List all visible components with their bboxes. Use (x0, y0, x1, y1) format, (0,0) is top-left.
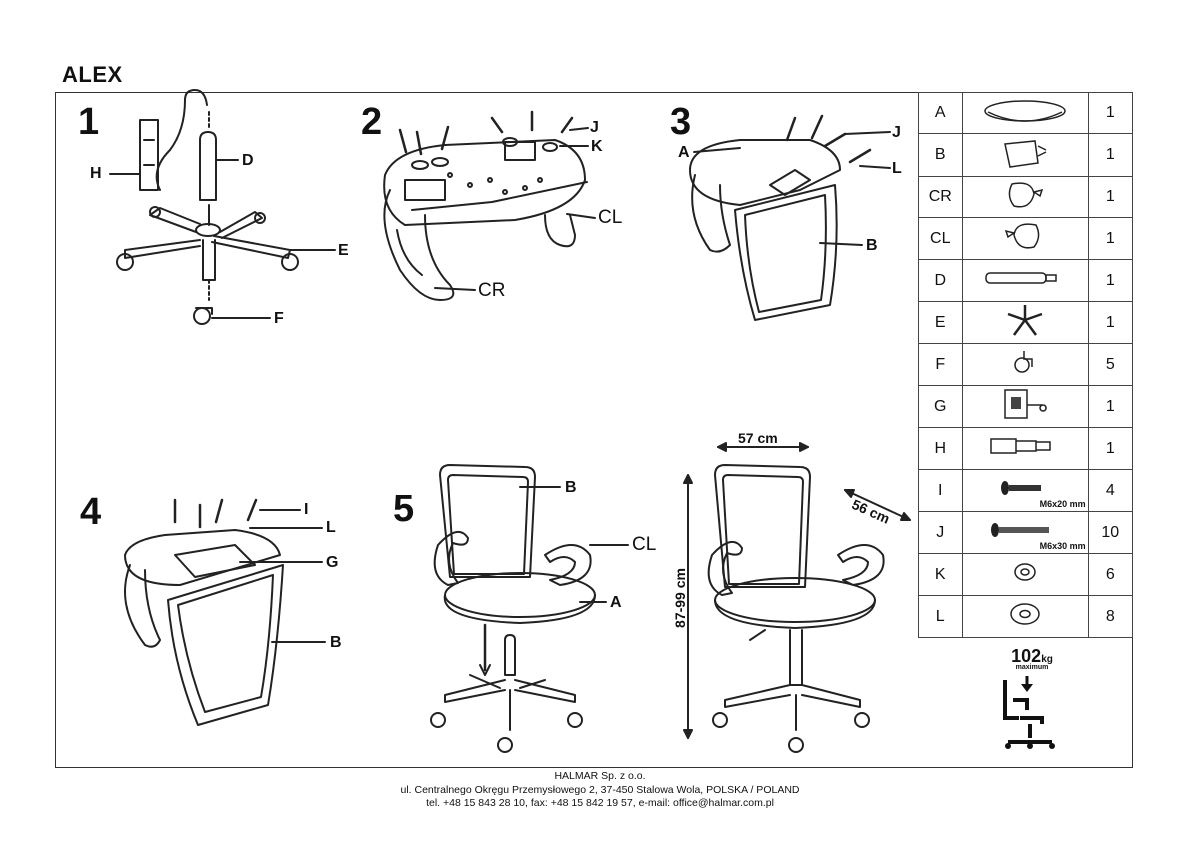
label-step1-e: E (338, 242, 349, 259)
part-code: J (918, 511, 963, 554)
part-code: H (918, 427, 963, 470)
part-quantity: 6 (1087, 553, 1134, 596)
part-quantity: 1 (1087, 133, 1134, 177)
label-step4-g: G (326, 554, 339, 571)
label-step4-b: B (330, 634, 342, 651)
part-spec: M6x20 mm (1039, 499, 1086, 509)
washer-large-icon (961, 595, 1089, 638)
max-load-value: 102 (1011, 646, 1042, 666)
gas-lift-icon (961, 259, 1089, 302)
label-step4-i: I (304, 501, 309, 518)
footer-address: ul. Centralnego Okręgu Przemysłowego 2, … (400, 783, 800, 796)
part-code: CL (918, 217, 963, 260)
label-step4-l: L (326, 519, 336, 536)
part-code: A (918, 92, 963, 134)
part-quantity: 1 (1087, 259, 1134, 302)
step-2-drawing (383, 110, 596, 301)
telescopic-cover-icon (961, 427, 1089, 470)
max-load-badge: 102kg maximum (992, 646, 1072, 671)
step-number-1: 1 (78, 101, 100, 143)
label-step1-f: F (274, 310, 284, 327)
part-quantity: 4 (1087, 469, 1134, 512)
step-1-drawing (109, 89, 336, 325)
caster-icon (961, 343, 1089, 386)
part-quantity: 5 (1087, 343, 1134, 386)
label-step3-j: J (892, 124, 901, 141)
part-quantity: 1 (1087, 176, 1134, 218)
instruction-frame (55, 92, 1133, 768)
max-load-unit: kg (1041, 654, 1053, 665)
label-step1-h: H (90, 165, 102, 182)
parts-row: CR 1 (918, 176, 1134, 218)
step-number-2: 2 (361, 101, 383, 143)
part-code: F (918, 343, 963, 386)
bolt-long-icon: M6x30 mm (961, 511, 1089, 554)
max-load-caption: maximum (1015, 664, 1049, 671)
label-step3-a: A (678, 144, 690, 161)
product-title: ALEX (62, 62, 123, 87)
parts-row: CL 1 (918, 217, 1134, 260)
part-code: D (918, 259, 963, 302)
step-number-5: 5 (393, 488, 415, 530)
label-step5-cl: CL (632, 534, 657, 555)
final-chair-drawing (683, 442, 911, 753)
part-quantity: 1 (1087, 385, 1134, 428)
step-5-drawing (430, 464, 629, 753)
footer-contact: tel. +48 15 843 28 10, fax: +48 15 842 1… (426, 797, 774, 809)
part-code: CR (918, 176, 963, 218)
backrest-icon (961, 133, 1089, 177)
part-quantity: 1 (1087, 92, 1134, 134)
label-step5-a: A (610, 594, 622, 611)
label-step2-j: J (590, 119, 599, 136)
step-3-drawing (689, 114, 891, 321)
part-code: G (918, 385, 963, 428)
part-code: I (918, 469, 963, 512)
label-step3-b: B (866, 237, 878, 254)
dimension-width: 57 cm (738, 430, 778, 446)
right-armrest-icon (961, 176, 1089, 218)
label-step2-k: K (591, 138, 603, 155)
part-quantity: 1 (1087, 427, 1134, 470)
label-step5-b: B (565, 479, 577, 496)
washer-small-icon (961, 553, 1089, 596)
part-code: B (918, 133, 963, 177)
label-step3-l: L (892, 160, 902, 177)
part-spec: M6x30 mm (1039, 541, 1086, 551)
step-number-4: 4 (80, 491, 102, 533)
part-quantity: 1 (1087, 301, 1134, 344)
label-step1-d: D (242, 152, 254, 169)
label-step2-cr: CR (478, 280, 506, 301)
step-4-drawing (124, 498, 326, 726)
star-base-icon (961, 301, 1089, 344)
part-quantity: 8 (1087, 595, 1134, 638)
footer-company: HALMAR Sp. z o.o. (554, 770, 646, 782)
part-code: K (918, 553, 963, 596)
left-armrest-icon (961, 217, 1089, 260)
company-footer: HALMAR Sp. z o.o. ul. Centralnego Okręgu… (0, 770, 1200, 811)
part-code: E (918, 301, 963, 344)
part-quantity: 1 (1087, 217, 1134, 260)
step-number-3: 3 (670, 101, 692, 143)
bolt-short-icon: M6x20 mm (961, 469, 1089, 512)
mechanism-icon (961, 385, 1089, 428)
dimension-height: 87-99 cm (672, 568, 688, 628)
label-step2-cl: CL (598, 207, 623, 228)
seat-icon (961, 92, 1089, 134)
part-quantity: 10 (1087, 511, 1134, 554)
part-code: L (918, 595, 963, 638)
